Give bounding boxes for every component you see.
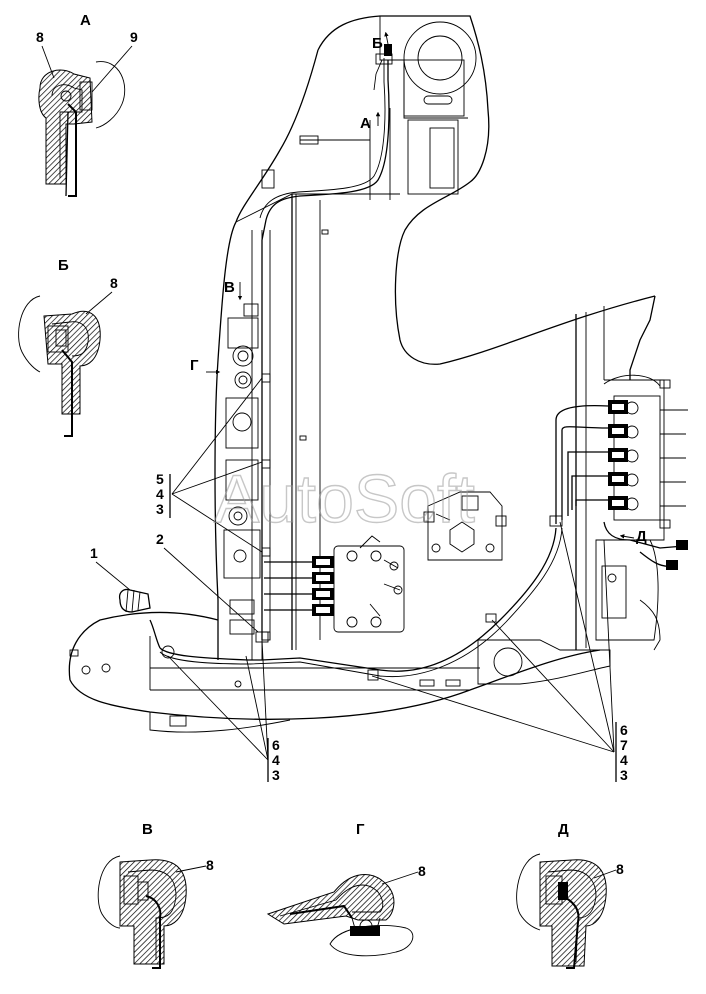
leader-8-g: [381, 871, 419, 885]
leader-8-d: [593, 869, 617, 879]
stack-left-1: 5: [156, 471, 164, 487]
center-valve-block: [264, 535, 405, 633]
view-label-d: Д: [558, 821, 569, 838]
detail-g: [266, 874, 414, 957]
detail-d: [516, 853, 607, 969]
stack-left-2: 4: [156, 486, 164, 502]
top-connector: [373, 31, 393, 126]
detail-b: [18, 295, 101, 437]
view-label-a: А: [80, 12, 91, 29]
stack-right-4: 3: [620, 767, 628, 783]
stack-bottom-mid: [167, 639, 269, 782]
callout-8-b: 8: [110, 275, 118, 291]
marker-a: А: [360, 115, 371, 132]
callout-2: 2: [156, 531, 164, 547]
stack-left-3: 3: [156, 501, 164, 517]
marker-g: Г: [190, 357, 199, 374]
view-label-b: Б: [58, 257, 69, 274]
leader-8-v: [175, 865, 207, 873]
connector-1: [118, 588, 151, 613]
stack-left: [169, 377, 263, 553]
wire-harness: [149, 58, 563, 681]
callout-1: 1: [90, 545, 98, 561]
frame-body: [68, 15, 665, 733]
marker-d: Д: [636, 528, 647, 545]
leader-1: [95, 561, 131, 591]
solenoid-bank: [555, 379, 688, 570]
leader-9: [91, 45, 133, 93]
callout-8-d: 8: [616, 861, 624, 877]
stack-mid-2: 4: [272, 752, 280, 768]
callout-8-v: 8: [206, 857, 214, 873]
detail-a: [38, 61, 126, 197]
marker-v: В: [224, 279, 235, 296]
detail-v: [97, 855, 187, 969]
watermark: AutoSoft: [214, 461, 475, 537]
callout-8-g: 8: [418, 863, 426, 879]
callout-8-a: 8: [36, 29, 44, 45]
stack-right-1: 6: [620, 722, 628, 738]
stack-bottom-right: [371, 521, 617, 782]
view-label-g: Г: [356, 821, 365, 838]
marker-b: Б: [372, 35, 383, 52]
stack-right-2: 7: [620, 737, 628, 753]
stack-mid-3: 3: [272, 767, 280, 783]
leader-8-b: [85, 291, 113, 315]
leader-8-a: [41, 45, 55, 79]
leader-2: [163, 547, 259, 633]
stack-right-3: 4: [620, 752, 628, 768]
stack-mid-1: 6: [272, 737, 280, 753]
view-label-v: В: [142, 821, 153, 838]
callout-9: 9: [130, 29, 138, 45]
right-valve-block: [423, 491, 507, 561]
